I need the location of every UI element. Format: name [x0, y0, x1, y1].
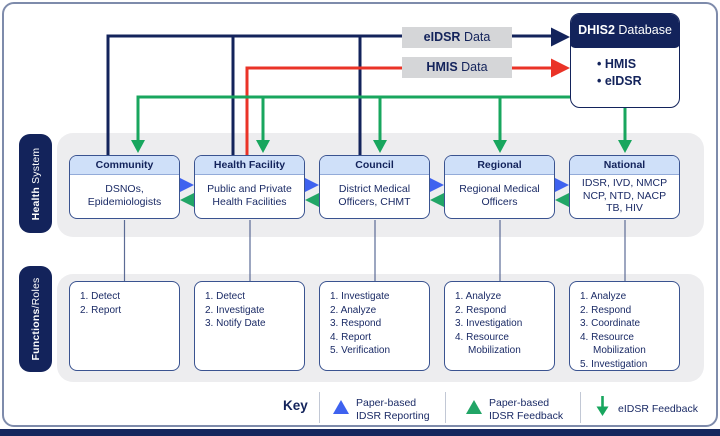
health-system-bold: Health — [29, 186, 42, 220]
functions-box-community: 1. Detect 2. Report — [69, 281, 180, 371]
level-body: Public and Private Health Facilities — [207, 183, 292, 208]
list-item: 5. Investigation — [580, 358, 648, 370]
level-body: IDSR, IVD, NMCP NCP, NTD, NACP TB, HIV — [581, 177, 668, 215]
bottom-navy-strip — [0, 429, 720, 436]
list-item: 1. Analyze — [455, 291, 502, 302]
list-item: 1. Detect — [205, 291, 246, 302]
functions-roles-bold: Functions — [29, 308, 42, 361]
list-item: 2. Investigate — [205, 304, 265, 316]
level-box-community: Community DSNOs, Epidemiologists — [69, 155, 180, 219]
dhis2-database-items: HMISeIDSR — [571, 48, 679, 90]
functions-roles-side-label-text: Functions/Roles — [30, 278, 42, 361]
level-title: Community — [70, 156, 179, 175]
key-entry-feedback-label: Paper-based IDSR Feedback — [489, 397, 564, 422]
list-item: 3. Notify Date — [205, 318, 266, 329]
health-system-side-label: Health System — [19, 134, 52, 233]
health-system-side-label-text: Health System — [30, 147, 42, 220]
paper-idsr-reporting-icon — [333, 400, 349, 414]
eidsr-data-label-bold: eIDSR — [423, 30, 461, 44]
level-box-health-facility: Health Facility Public and Private Healt… — [194, 155, 305, 219]
level-box-national: National IDSR, IVD, NMCP NCP, NTD, NACP … — [569, 155, 680, 219]
key-entry-reporting-label: Paper-based IDSR Reporting — [356, 397, 430, 422]
list-item: 3. Investigation — [455, 318, 523, 329]
key-divider — [445, 392, 446, 423]
list-item: 1. Detect — [80, 291, 121, 302]
functions-box-health-facility: 1. Detect 2. Investigate 3. Notify Date — [194, 281, 305, 371]
list-item: 2. Analyze — [330, 304, 377, 316]
level-title: National — [570, 156, 679, 175]
list-item: 4. Resource Mobilization — [455, 331, 521, 357]
list-item: 1. Investigate — [330, 291, 390, 302]
list-item: 1. Analyze — [580, 291, 627, 302]
list-item: 3. Coordinate — [580, 318, 641, 329]
eidsr-feedback-icon — [596, 396, 609, 416]
level-box-regional: Regional Regional Medical Officers — [444, 155, 555, 219]
list-item: eIDSR — [597, 73, 679, 90]
key-divider — [319, 392, 320, 423]
list-item: 4. Report — [330, 331, 372, 343]
hmis-data-label: HMIS Data — [402, 57, 512, 78]
paper-idsr-feedback-icon — [466, 400, 482, 414]
level-title: Regional — [445, 156, 554, 175]
hmis-data-label-bold: HMIS — [426, 60, 458, 74]
functions-roles-rest: /Roles — [29, 277, 42, 309]
level-box-council: Council District Medical Officers, CHMT — [319, 155, 430, 219]
level-title: Health Facility — [195, 156, 304, 175]
dhis2-database-box: DHIS2 Database HMISeIDSR — [570, 13, 680, 108]
key-entry-eidsr-feedback-label: eIDSR Feedback — [618, 403, 698, 415]
level-body: Regional Medical Officers — [459, 183, 540, 208]
list-item: 5. Verification — [330, 345, 391, 356]
hmis-data-label-rest: Data — [457, 60, 488, 74]
level-title: Council — [320, 156, 429, 175]
level-body: District Medical Officers, CHMT — [338, 183, 411, 208]
functions-box-regional: 1. Analyze 2. Respond 3. Investigation 4. R… — [444, 281, 555, 371]
list-item: 2. Respond — [580, 304, 632, 316]
key-divider — [580, 392, 581, 423]
key-heading: Key — [283, 398, 308, 413]
functions-box-national: 1. Analyze 2. Respond 3. Coordinate 4. Reso… — [569, 281, 680, 371]
list-item: 2. Respond — [455, 304, 507, 316]
functions-box-council: 1. Investigate 2. Analyze 3. Respond 4. Rep… — [319, 281, 430, 371]
eidsr-data-label-rest: Data — [460, 30, 491, 44]
list-item: 2. Report — [80, 304, 122, 316]
dhis2-database-header: DHIS2 Database — [571, 14, 679, 48]
level-body: DSNOs, Epidemiologists — [87, 183, 162, 208]
functions-roles-side-label: Functions/Roles — [19, 266, 52, 372]
list-item: 3. Respond — [330, 318, 382, 329]
dhis2-title-rest: Database — [614, 23, 672, 37]
health-system-rest: System — [29, 147, 42, 187]
list-item: HMIS — [597, 56, 679, 73]
dhis2-title-bold: DHIS2 — [578, 23, 615, 37]
eidsr-data-label: eIDSR Data — [402, 27, 512, 48]
list-item: 4. Resource Mobilization — [580, 331, 646, 357]
